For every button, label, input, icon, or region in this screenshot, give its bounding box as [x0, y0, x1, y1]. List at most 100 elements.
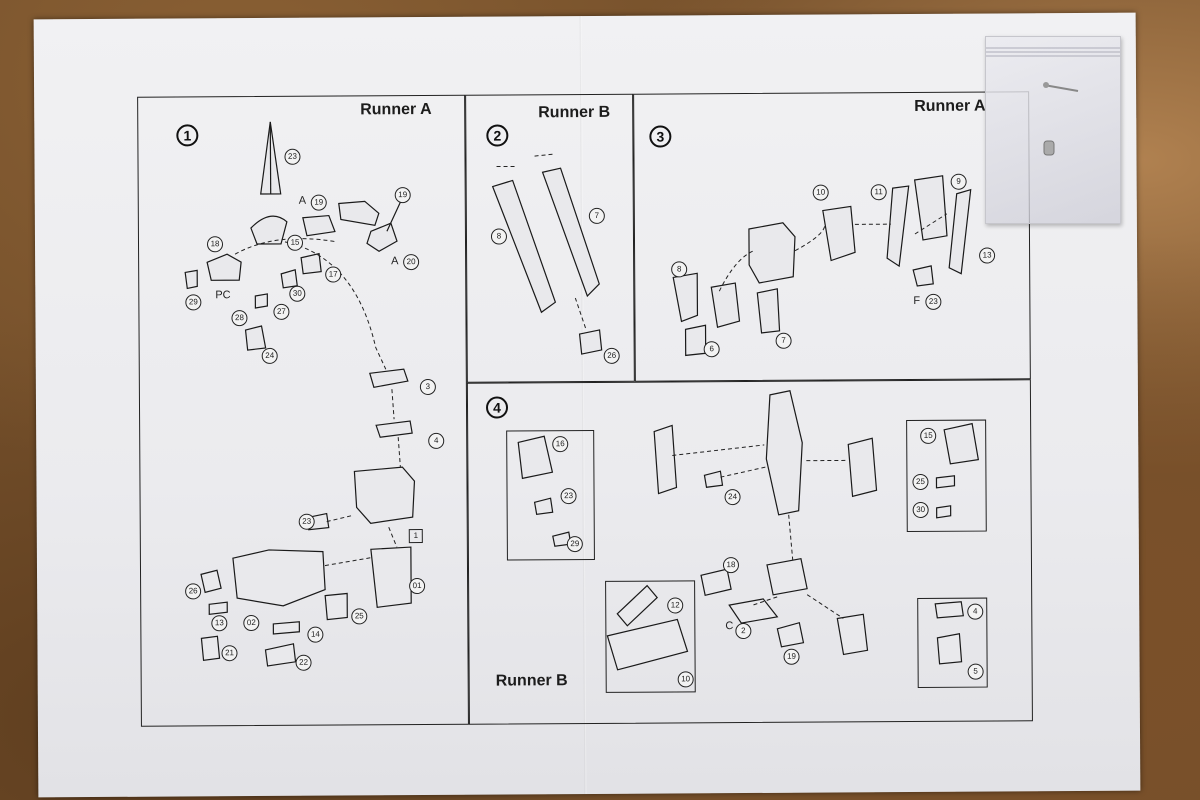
part-plate-8	[672, 272, 699, 323]
screws	[1043, 82, 1079, 156]
part-torso-assembly	[353, 466, 416, 524]
part-number-5: 5	[967, 663, 984, 680]
part-number-3: 3	[419, 378, 436, 396]
part-box-5	[836, 613, 869, 656]
box-label-1: 1	[408, 529, 423, 544]
part-block-6	[684, 324, 707, 357]
part-tail-2	[728, 598, 779, 624]
part-number-4: 4	[967, 603, 984, 620]
part-number-8: 8	[671, 261, 688, 278]
part-chain-segments	[338, 200, 380, 226]
part-plate-7	[756, 288, 781, 334]
part-piece-13	[208, 601, 228, 615]
part-piece-22	[264, 643, 297, 667]
part-piece-29	[184, 269, 198, 290]
part-piece-4	[375, 420, 413, 438]
part-number-23: 23	[284, 148, 301, 165]
part-number-27: 27	[273, 303, 290, 320]
part-number-2: 2	[735, 623, 752, 640]
part-leg-7	[541, 167, 600, 298]
part-body-core	[748, 222, 796, 284]
part-number-01: 01	[409, 577, 426, 595]
part-piece-14	[272, 621, 300, 635]
part-number-12: 12	[667, 597, 684, 614]
part-piece-17	[300, 252, 322, 275]
part-base-10	[606, 618, 689, 671]
part-number-23: 23	[298, 513, 315, 530]
part-piece-27	[254, 293, 268, 309]
part-number-6: 6	[703, 341, 720, 358]
runner-letter-f: F	[913, 294, 921, 308]
part-head-9	[913, 175, 948, 241]
bag-zip-strip	[986, 47, 1120, 57]
part-piece-3	[369, 368, 409, 388]
part-number-16: 16	[552, 436, 569, 453]
part-number-23: 23	[925, 293, 942, 310]
part-box-5b	[936, 633, 963, 665]
runner-letter-c: C	[725, 620, 734, 633]
part-wing-12	[616, 584, 659, 627]
part-number-24: 24	[261, 347, 278, 364]
part-head-15	[943, 422, 980, 465]
part-number-30: 30	[289, 285, 306, 302]
part-number-18: 18	[722, 557, 740, 574]
part-number-19: 19	[310, 194, 327, 211]
part-number-26: 26	[603, 347, 620, 364]
part-number-11: 11	[870, 184, 887, 201]
part-number-28: 28	[231, 310, 248, 327]
part-number-29: 29	[185, 294, 202, 311]
part-leg-8	[491, 179, 557, 314]
part-chip-23	[533, 497, 554, 515]
part-foot-23	[912, 265, 934, 287]
part-torso-18	[206, 253, 242, 281]
part-piece-26	[200, 569, 222, 594]
part-number-13: 13	[979, 247, 996, 264]
runner-letter-a: A	[298, 194, 307, 207]
part-piece-24	[244, 325, 267, 351]
part-arm-a20	[366, 222, 398, 252]
part-piece-4	[934, 601, 964, 619]
part-number-15: 15	[920, 427, 937, 444]
part-helmet-a19	[302, 214, 336, 237]
part-number-25: 25	[351, 608, 368, 625]
instruction-sheet: Runner A Runner B Runner A Runner B 1 2 …	[33, 12, 1141, 798]
part-number-24: 24	[724, 489, 741, 506]
part-number-21: 21	[221, 645, 238, 662]
part-number-7: 7	[588, 207, 605, 224]
part-piece-18	[700, 568, 732, 597]
part-number-30: 30	[912, 501, 929, 519]
part-number-10: 10	[677, 671, 694, 688]
assembly-diagrams	[184, 121, 980, 671]
part-frame-10	[822, 205, 856, 262]
plastic-bag-with-screws	[985, 36, 1121, 224]
part-chip-30	[936, 505, 952, 519]
part-skirt-right	[847, 437, 878, 498]
part-shell-11	[886, 185, 910, 268]
part-number-25: 25	[912, 473, 929, 491]
part-number-26: 26	[185, 583, 202, 600]
part-number-20: 20	[403, 254, 420, 271]
part-number-23: 23	[560, 488, 577, 505]
runner-letter-a: A	[391, 255, 399, 268]
part-head-16	[517, 435, 554, 480]
part-plate-13	[948, 188, 972, 275]
part-number-8: 8	[490, 228, 508, 245]
part-number-13: 13	[211, 615, 228, 632]
part-number-29: 29	[566, 536, 583, 553]
part-number-9: 9	[950, 173, 967, 190]
part-number-15: 15	[286, 234, 304, 251]
part-number-18: 18	[206, 236, 224, 253]
part-box-01	[370, 546, 412, 608]
part-number-17: 17	[325, 266, 342, 283]
part-chip-25	[935, 475, 956, 489]
part-number-19: 19	[394, 187, 411, 204]
part-shield-6b	[710, 282, 741, 328]
part-lower-torso	[232, 549, 326, 607]
part-hip-assembly	[766, 558, 808, 596]
part-number-14: 14	[307, 626, 324, 643]
part-piece-24	[703, 470, 724, 488]
part-number-10: 10	[812, 184, 829, 201]
part-number-02: 02	[243, 615, 260, 632]
part-piece-25	[324, 592, 348, 621]
pc-label: PC	[215, 289, 231, 302]
